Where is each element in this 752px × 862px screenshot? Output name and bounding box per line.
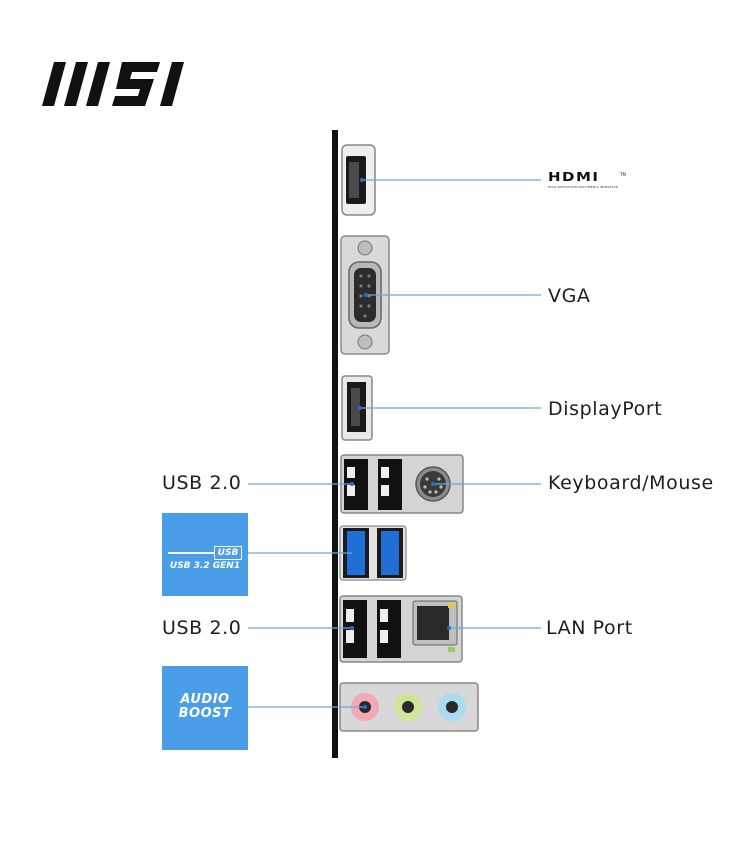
io-backplate <box>332 130 338 758</box>
usb32-gen1-badge: USB USB 3.2 GEN1 <box>162 513 248 596</box>
usb-badge-rule <box>168 552 214 554</box>
hdmi-logo: HDMI TM HIGH-DEFINITION MULTIMEDIA INTER… <box>548 170 638 196</box>
msi-logo <box>42 62 184 106</box>
usb20-bottom-label: USB 2.0 <box>162 617 242 639</box>
audio-boost-badge: AUDIO BOOST <box>162 666 248 750</box>
usb-badge-line: USB 3.2 GEN1 <box>169 561 241 571</box>
leader-lines <box>248 178 541 709</box>
audio-badge-line2: BOOST <box>178 706 232 721</box>
hdmi-logo-text: HDMI <box>548 170 600 185</box>
usb20-lan-combo <box>339 595 463 663</box>
lan-port-label: LAN Port <box>546 617 633 639</box>
audio-badge-line1: AUDIO <box>180 692 230 707</box>
keyboard-mouse-label: Keyboard/Mouse <box>548 472 714 494</box>
hdmi-tagline: HIGH-DEFINITION MULTIMEDIA INTERFACE <box>548 185 619 189</box>
usb32-ports <box>339 525 407 581</box>
usb20-top-label: USB 2.0 <box>162 472 242 494</box>
vga-label: VGA <box>548 285 591 307</box>
displayport-label: DisplayPort <box>548 398 663 420</box>
usb20-ps2-combo <box>340 454 464 514</box>
hdmi-trademark: TM <box>620 172 626 177</box>
usb-badge-tag: USB <box>214 546 242 560</box>
hdmi-port <box>341 144 376 216</box>
